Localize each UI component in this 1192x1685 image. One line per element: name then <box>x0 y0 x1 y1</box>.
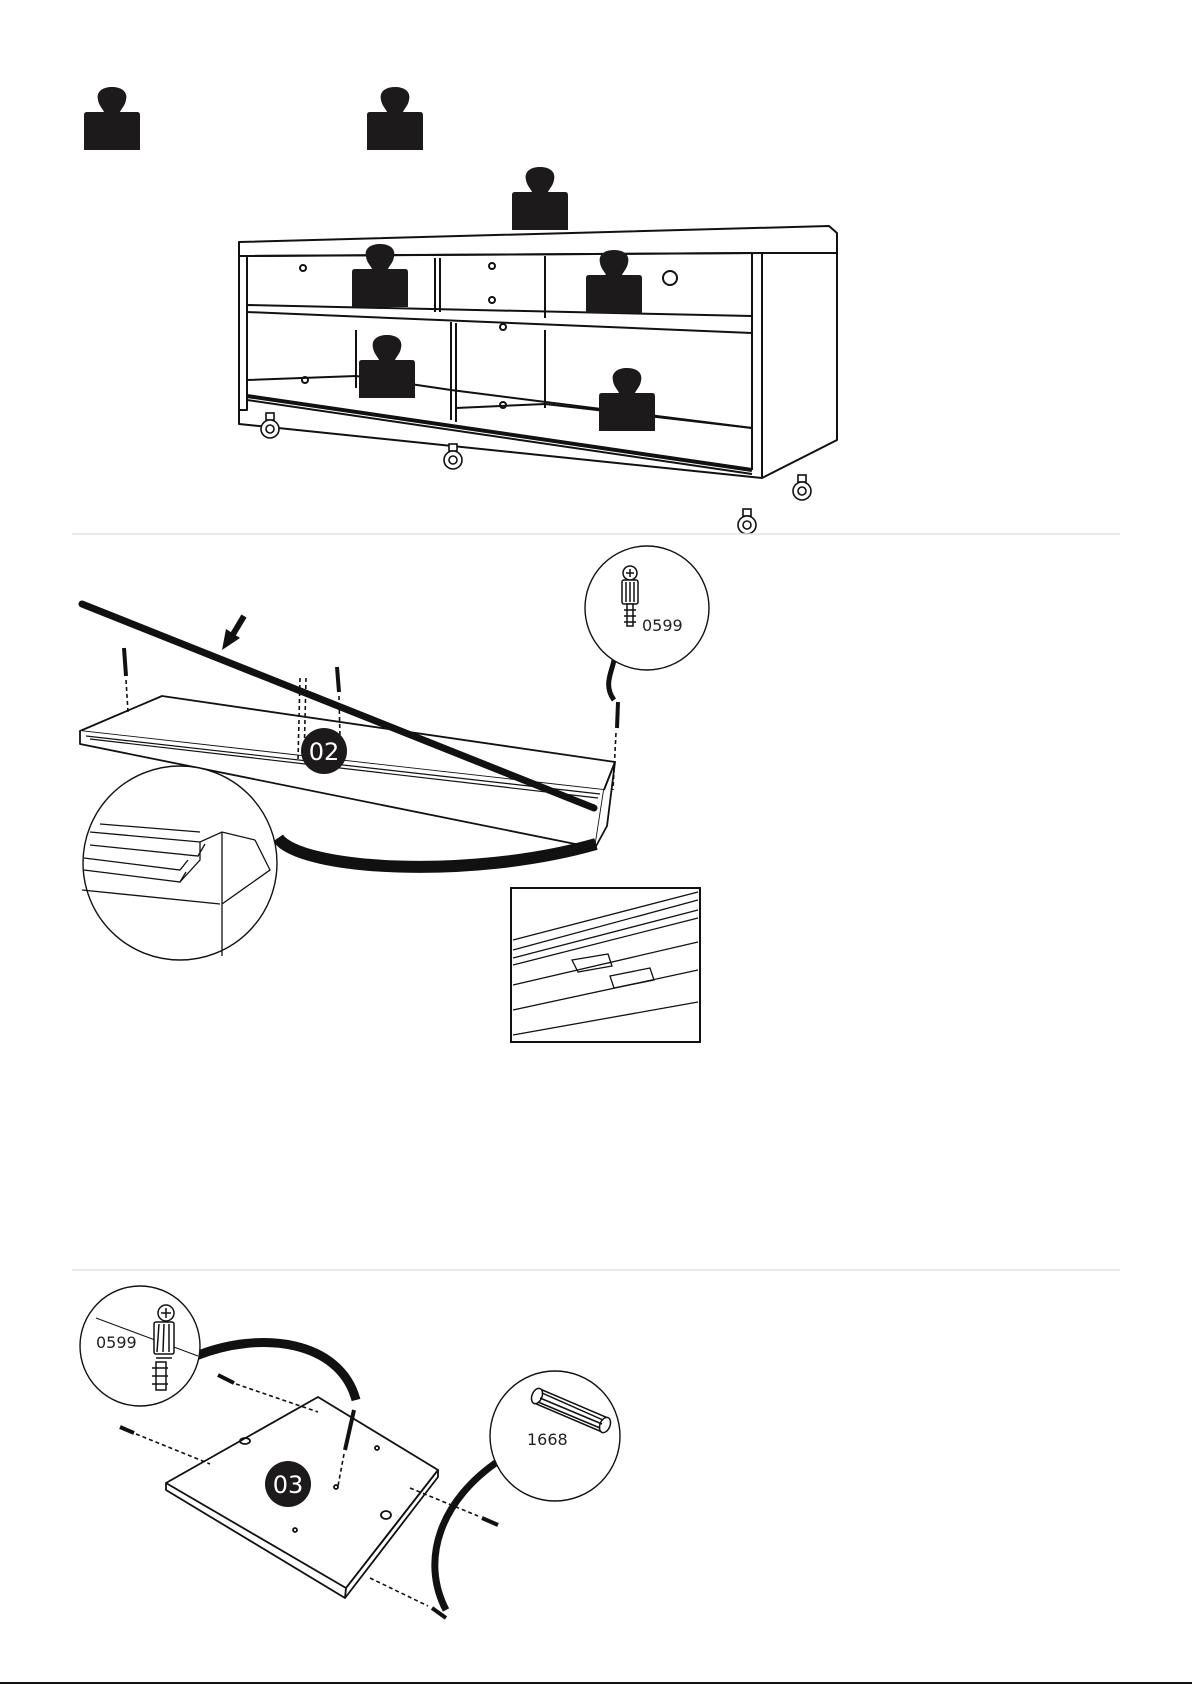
callout-connector <box>609 660 614 700</box>
arrow-down-left-icon <box>222 616 244 650</box>
caster-wheel-icon <box>738 509 756 534</box>
weight-icon <box>84 87 140 150</box>
part-number-label: 0599 <box>96 1333 137 1352</box>
weight-icon <box>512 167 568 230</box>
step-number: 03 <box>273 1471 304 1499</box>
step3-illustration: 0599 <box>80 1286 620 1618</box>
part-number-label: 1668 <box>527 1430 568 1449</box>
callout-connector <box>196 1343 356 1400</box>
rail-detail-callout <box>83 766 277 960</box>
caster-wheel-icon <box>793 475 811 500</box>
weight-icon <box>586 250 642 313</box>
screw-callout <box>585 546 709 670</box>
step1-illustration <box>84 87 837 534</box>
step2-illustration: 02 0599 <box>80 546 709 1042</box>
weight-icon <box>367 87 423 150</box>
part-number-label: 0599 <box>642 616 683 635</box>
caster-wheel-icon <box>261 413 279 438</box>
callout-connector <box>435 1460 500 1610</box>
weight-icon <box>359 335 415 398</box>
weight-icon <box>599 368 655 431</box>
step-number: 02 <box>309 738 340 766</box>
tv-cabinet <box>239 226 837 478</box>
callout-connector <box>278 838 596 867</box>
